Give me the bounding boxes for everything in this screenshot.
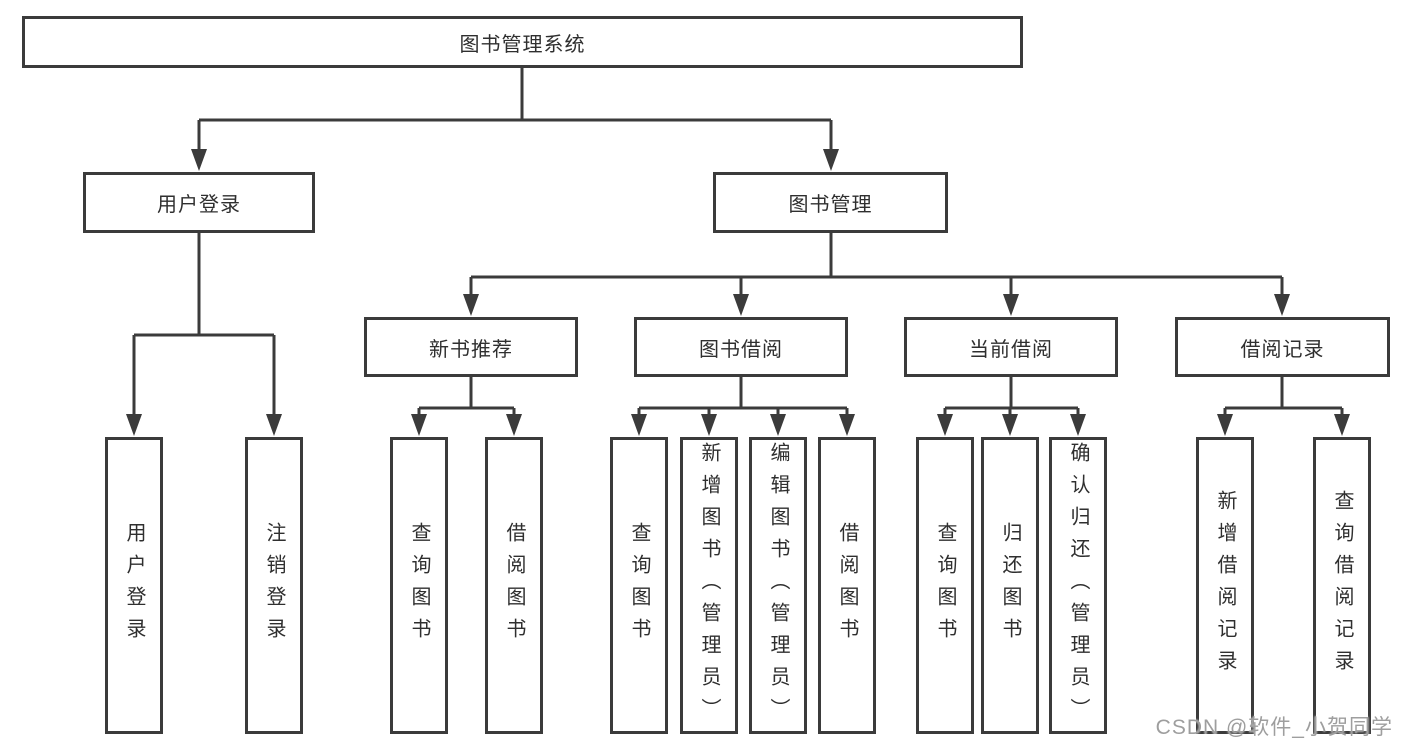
node-label: 图书借阅 (699, 338, 783, 361)
leaf-borrowing-borrow-books: 借阅图书 (818, 437, 876, 734)
node-book-borrowing: 图书借阅 (634, 317, 848, 377)
leaf-label: 查询图书 (408, 521, 430, 650)
node-borrowing-records: 借阅记录 (1175, 317, 1390, 377)
leaf-current-confirm-return-admin: 确认归还（管理员） (1049, 437, 1107, 734)
leaf-label: 借阅图书 (503, 521, 525, 650)
csdn-watermark: CSDN @软件_小贺同学 (1155, 716, 1393, 739)
node-label: 借阅记录 (1240, 338, 1325, 361)
leaf-recommend-borrow-books: 借阅图书 (485, 437, 543, 734)
leaf-records-query-record: 查询借阅记录 (1313, 437, 1371, 734)
node-library-system: 图书管理系统 (22, 16, 1023, 68)
leaf-label: 查询图书 (628, 521, 650, 650)
leaf-user-login: 用户登录 (105, 437, 163, 734)
node-label: 当前借阅 (969, 338, 1053, 361)
leaf-current-return-books: 归还图书 (981, 437, 1039, 734)
node-label: 图书管理 (788, 194, 873, 216)
connector-lines (132, 68, 1344, 418)
leaf-label: 确认归还（管理员） (1067, 441, 1089, 730)
node-current-borrowing: 当前借阅 (904, 317, 1118, 377)
leaf-label: 查询图书 (934, 521, 956, 650)
leaf-recommend-query-books: 查询图书 (390, 437, 448, 734)
node-user-login: 用户登录 (83, 172, 315, 233)
leaf-borrowing-edit-books-admin: 编辑图书（管理员） (749, 437, 807, 734)
leaf-label: 用户登录 (123, 521, 145, 650)
leaf-label: 新增借阅记录 (1214, 489, 1236, 682)
leaf-label: 新增图书（管理员） (698, 441, 720, 730)
node-book-management: 图书管理 (713, 172, 948, 233)
leaf-label: 归还图书 (999, 521, 1021, 650)
node-label: 用户登录 (157, 194, 241, 216)
leaf-logout: 注销登录 (245, 437, 303, 734)
node-label: 新书推荐 (429, 338, 513, 361)
leaf-label: 注销登录 (263, 521, 285, 650)
leaf-records-add-record: 新增借阅记录 (1196, 437, 1254, 734)
node-new-book-recommendation: 新书推荐 (364, 317, 578, 377)
leaf-borrowing-query-books: 查询图书 (610, 437, 668, 734)
leaf-label: 查询借阅记录 (1331, 489, 1353, 682)
leaf-label: 借阅图书 (836, 521, 858, 650)
leaf-label: 编辑图书（管理员） (767, 441, 789, 730)
leaf-borrowing-add-books-admin: 新增图书（管理员） (680, 437, 738, 734)
node-label: 图书管理系统 (459, 33, 586, 56)
leaf-current-query-books: 查询图书 (916, 437, 974, 734)
